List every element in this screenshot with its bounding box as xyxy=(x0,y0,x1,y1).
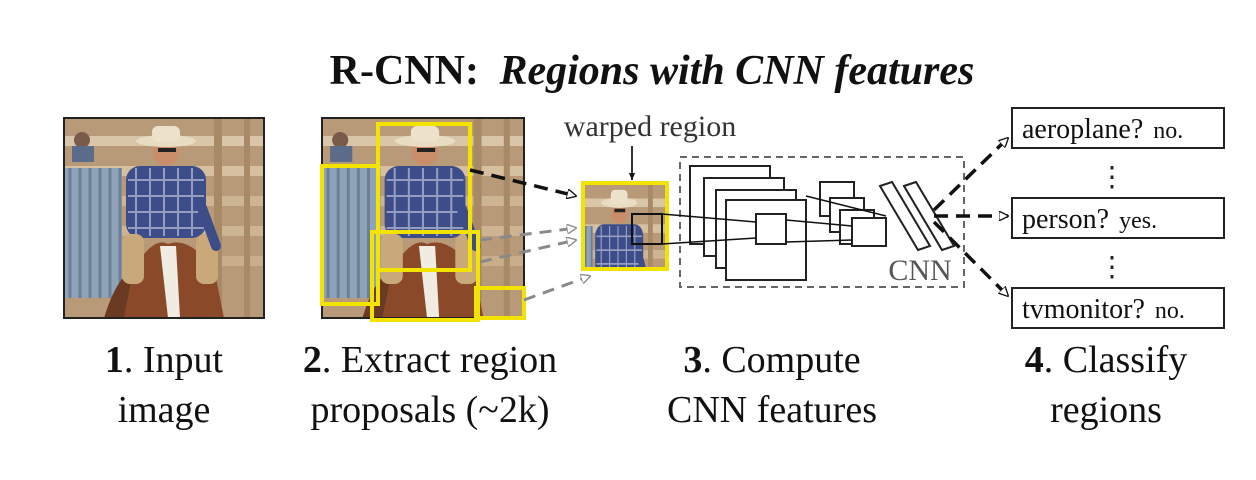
conv-kernel-1 xyxy=(755,213,787,245)
step-2-line-1: 2. Extract region xyxy=(303,339,557,381)
class-tvmonitor: tvmonitor? no. xyxy=(1011,287,1225,329)
proposal-box-horse xyxy=(370,230,480,322)
step-1-line-1: 1. Input xyxy=(105,339,224,381)
class-person-name: person? xyxy=(1022,204,1109,235)
step-4-line-2: regions xyxy=(1050,389,1162,431)
receptive-field-box xyxy=(631,213,663,245)
diagram-title: R-CNN: Regions with CNN features xyxy=(330,48,975,94)
class-aeroplane-name: aeroplane? xyxy=(1022,114,1143,145)
warp-arrow-main xyxy=(469,168,576,196)
class-aeroplane: aeroplane? no. xyxy=(1011,107,1225,149)
fc-layers xyxy=(878,180,956,252)
warp-arrow-faded-3 xyxy=(523,276,590,302)
proposal-boxes xyxy=(320,122,526,322)
region-proposals-image xyxy=(320,117,526,322)
cnn-label: CNN xyxy=(888,254,951,287)
cnn-dashed-frame xyxy=(679,156,965,288)
class-ellipsis-2: ⋮ xyxy=(1098,252,1126,283)
class-tvmonitor-name: tvmonitor? xyxy=(1022,294,1145,325)
warp-arrow-faded-1 xyxy=(479,228,576,242)
warp-arrows xyxy=(469,168,590,302)
svg-text:person? yes.: person? yes. xyxy=(1022,204,1157,235)
warp-arrow-faded-2 xyxy=(479,240,576,264)
classify-arrows xyxy=(932,138,1008,296)
warped-region-image xyxy=(581,181,669,271)
class-aeroplane-answer: no. xyxy=(1153,118,1183,144)
conv-kernel-2 xyxy=(851,217,887,247)
proposal-box-small xyxy=(474,286,526,320)
step-3-line-2: CNN features xyxy=(667,389,877,431)
svg-text:aeroplane? no.: aeroplane? no. xyxy=(1022,114,1183,145)
title-italic: Regions with CNN features xyxy=(498,48,974,94)
step-1-line-2: image xyxy=(118,389,211,431)
step-2-line-2: proposals (~2k) xyxy=(310,389,549,431)
title-bold: R-CNN: xyxy=(330,48,479,94)
class-person: person? yes. xyxy=(1011,197,1225,239)
class-person-answer: yes. xyxy=(1119,208,1157,234)
warped-region-label: warped region xyxy=(564,110,736,143)
step-4-line-1: 4. Classify xyxy=(1025,339,1188,381)
class-ellipsis-1: ⋮ xyxy=(1098,162,1126,193)
arrow-to-aeroplane xyxy=(932,138,1008,212)
cnn-connections xyxy=(661,195,887,245)
conv-layer-1 xyxy=(689,165,807,281)
svg-text:tvmonitor? no.: tvmonitor? no. xyxy=(1022,294,1185,325)
cnn-block: CNN xyxy=(661,156,965,288)
proposal-box-gate xyxy=(320,164,380,306)
class-tvmonitor-answer: no. xyxy=(1155,298,1185,324)
step-3-line-1: 3. Compute xyxy=(683,339,860,381)
input-image xyxy=(63,117,265,319)
conv-layer-2 xyxy=(819,181,875,245)
arrow-to-tvmonitor xyxy=(932,220,1008,296)
